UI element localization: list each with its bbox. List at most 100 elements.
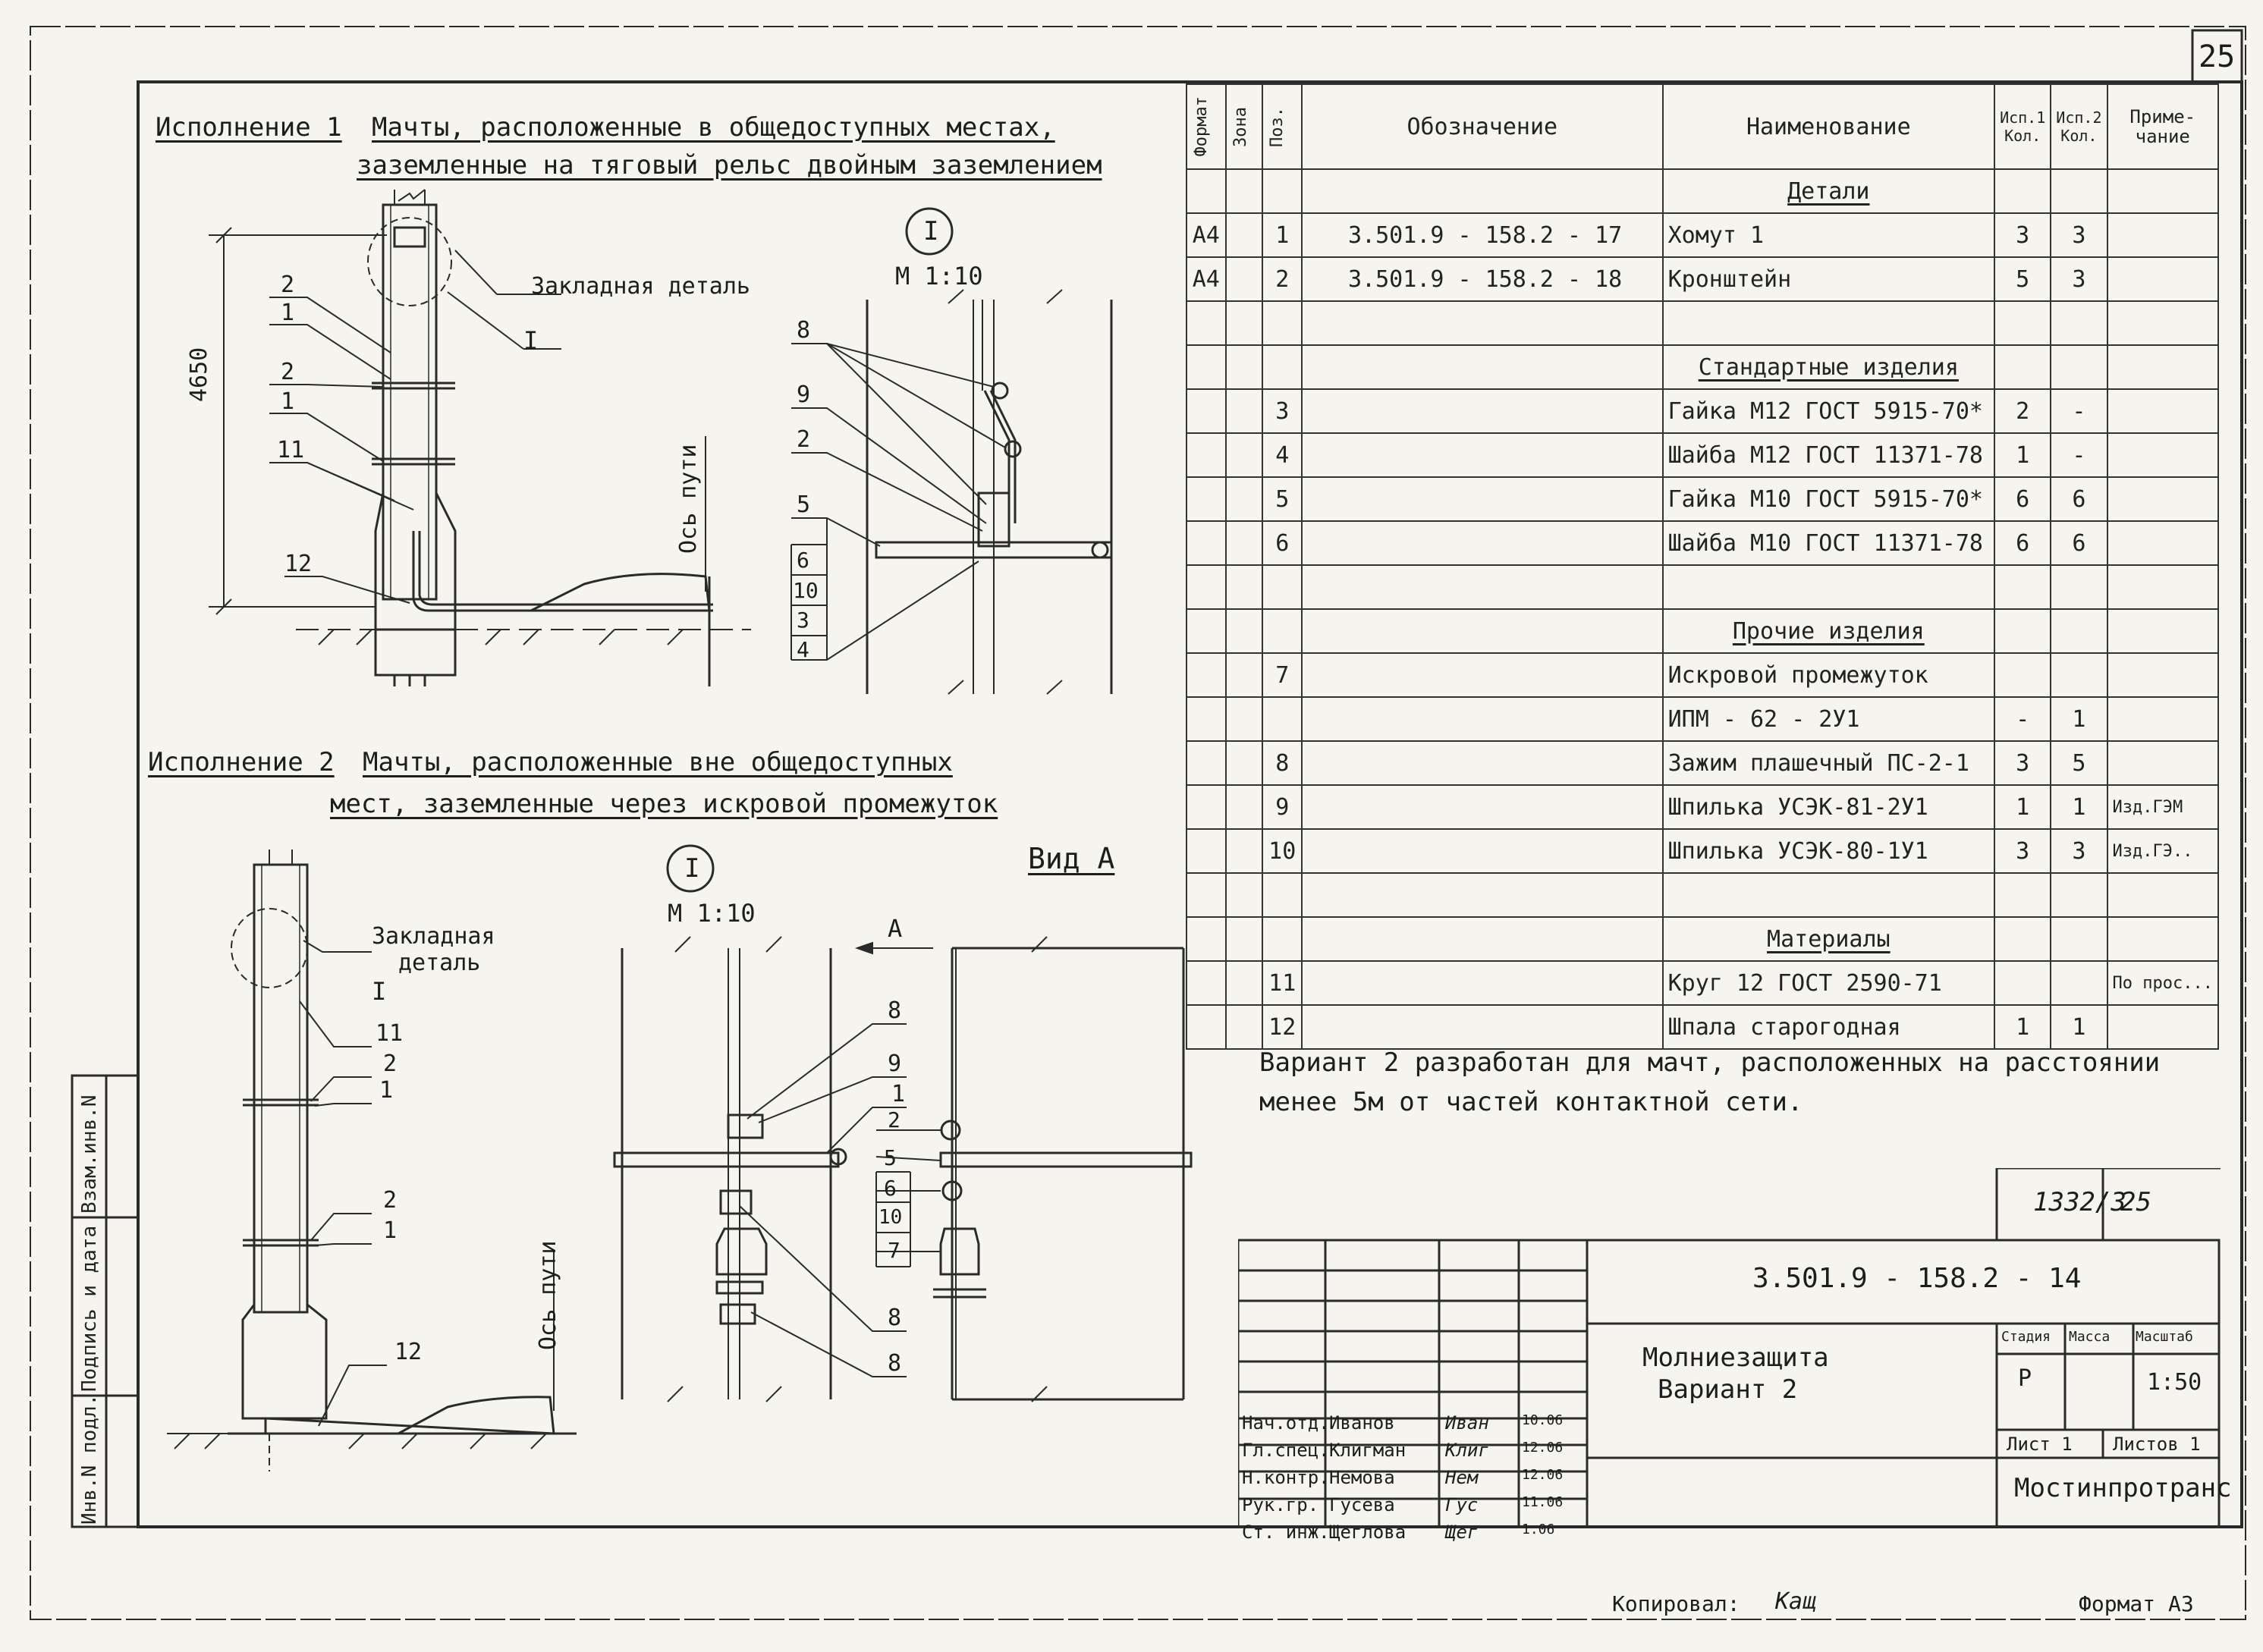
v1-detail-pos-4: 4 [797,637,809,662]
v1-detail-pos-9: 9 [797,382,811,408]
spec-cell-format [1186,300,1227,346]
spec-cell-format [1186,784,1227,830]
spec-cell-pos: 1 [1262,212,1303,258]
spec-cell-zone [1224,520,1264,566]
v1-detail-drawing [866,207,1113,695]
v2-track-axis: Ось пути [535,1240,561,1351]
spec-cell-qty2 [2050,564,2108,610]
v2-detail-pos-8a: 8 [888,997,902,1024]
spec-cell-name: Детали [1661,168,1996,214]
spec-cell-format [1186,916,1227,962]
spec-cell-qty1 [1994,916,2052,962]
spec-cell-designation [1301,960,1664,1006]
spec-header-qty1: Исп.1 Кол. [1994,83,2052,170]
mass-label: Масса [2069,1329,2111,1345]
spec-cell-name [1661,872,1996,918]
spec-cell-qty1 [1994,300,2052,346]
spec-cell-qty2 [2050,608,2108,654]
v1-title-line1: Мачты, расположенные в общедоступных мес… [372,112,1055,143]
spec-cell-name: Хомут 1 [1661,212,1996,258]
spec-row: Прочие изделия [1186,608,2219,654]
spec-cell-qty2 [2050,344,2108,390]
spec-cell-zone [1224,872,1264,918]
v2-pos-12: 12 [394,1339,423,1365]
spec-cell-qty2 [2050,652,2108,698]
spec-cell-qty2: 6 [2050,476,2108,522]
spec-cell-name: Прочие изделия [1661,608,1996,654]
spec-cell-zone [1224,476,1264,522]
spec-cell-name: Гайка М10 ГОСТ 5915-70* [1661,476,1996,522]
v1-embedded-part-label: Закладная деталь [531,273,750,300]
spec-cell-note [2106,256,2219,302]
spec-cell-format [1186,432,1227,478]
spec-cell-note [2106,300,2219,346]
spec-cell-note [2106,916,2219,962]
variant-note: Вариант 2 разработан для мачт, расположе… [1259,1047,2161,1117]
archive-number: 1332/3 [2033,1187,2126,1217]
spec-cell-qty2: 3 [2050,212,2108,258]
v2-view-pos-5: 5 [884,1145,897,1170]
v2-view-pos-7: 7 [888,1238,900,1263]
v1-detail-pos-6: 6 [797,548,809,573]
spec-cell-qty2: 1 [2050,1004,2108,1050]
spec-cell-format [1186,388,1227,434]
spec-cell-qty1: - [1994,696,2052,742]
spec-cell-note: Изд.ГЭМ [2106,784,2219,830]
spec-cell-qty1 [1994,168,2052,214]
v1-detail-scale: М 1:10 [895,262,983,291]
spec-cell-note: По прос... [2106,960,2219,1006]
spec-cell-format [1186,608,1227,654]
v1-ground-hatch [296,629,751,645]
v2-detail-leaders [739,941,933,1377]
v1-mast [367,189,713,686]
spec-cell-qty1: 1 [1994,1004,2052,1050]
spec-row: Стандартные изделия [1186,344,2219,390]
spec-cell-name: Круг 12 ГОСТ 2590-71 [1661,960,1996,1006]
spec-cell-qty1: 2 [1994,388,2052,434]
spec-cell-designation [1301,1004,1664,1050]
signer-role: Рук.гр. [1242,1494,1319,1515]
spec-cell-format [1186,828,1227,874]
stamp-sign-date-label: Подпись и дата [78,1225,101,1392]
v2-detail-drawing [613,844,847,1402]
drawing-title-line1: Молниезащита [1642,1343,1829,1373]
v1-detail-pos-8: 8 [797,317,811,344]
spec-cell-format [1186,344,1227,390]
v2-detail-pos-8c: 8 [888,1350,902,1377]
v2-title-line1: Мачты, расположенные вне общедоступных [363,747,953,777]
spec-cell-zone [1224,740,1264,786]
scale-value: 1:50 [2147,1369,2202,1396]
v2-view-pos-2: 2 [888,1107,900,1132]
spec-cell-qty1 [1994,960,2052,1006]
v1-pos-3: 2 [281,359,295,385]
drawing-title-line2: Вариант 2 [1658,1374,1798,1405]
spec-cell-designation [1301,300,1664,346]
spec-cell-pos: 4 [1262,432,1303,478]
spec-cell-format [1186,740,1227,786]
spec-cell-qty2: - [2050,432,2108,478]
v1-track-axis: Ось пути [675,444,702,554]
v1-detail-ref-circle: I [923,216,939,247]
signer-role: Н.контр. [1242,1467,1330,1488]
spec-row [1186,872,2219,918]
signer-date: 1.06 [1522,1522,1555,1537]
spec-cell-qty2 [2050,168,2108,214]
spec-cell-zone [1224,212,1264,258]
spec-cell-designation [1301,388,1664,434]
signer-date: 11.06 [1522,1494,1564,1510]
spec-cell-note [2106,696,2219,742]
spec-cell-designation [1301,916,1664,962]
spec-cell-qty1: 1 [1994,784,2052,830]
spec-header-zone: Зона [1231,106,1250,147]
spec-cell-designation [1301,432,1664,478]
spec-cell-qty1 [1994,608,2052,654]
spec-cell-qty1: 5 [1994,256,2052,302]
spec-cell-name: Стандартные изделия [1661,344,1996,390]
spec-cell-qty2 [2050,960,2108,1006]
document-code: 3.501.9 - 158.2 - 14 [1752,1263,2082,1294]
signer-signature: Щег [1445,1522,1479,1543]
spec-cell-designation [1301,740,1664,786]
spec-cell-qty1 [1994,344,2052,390]
